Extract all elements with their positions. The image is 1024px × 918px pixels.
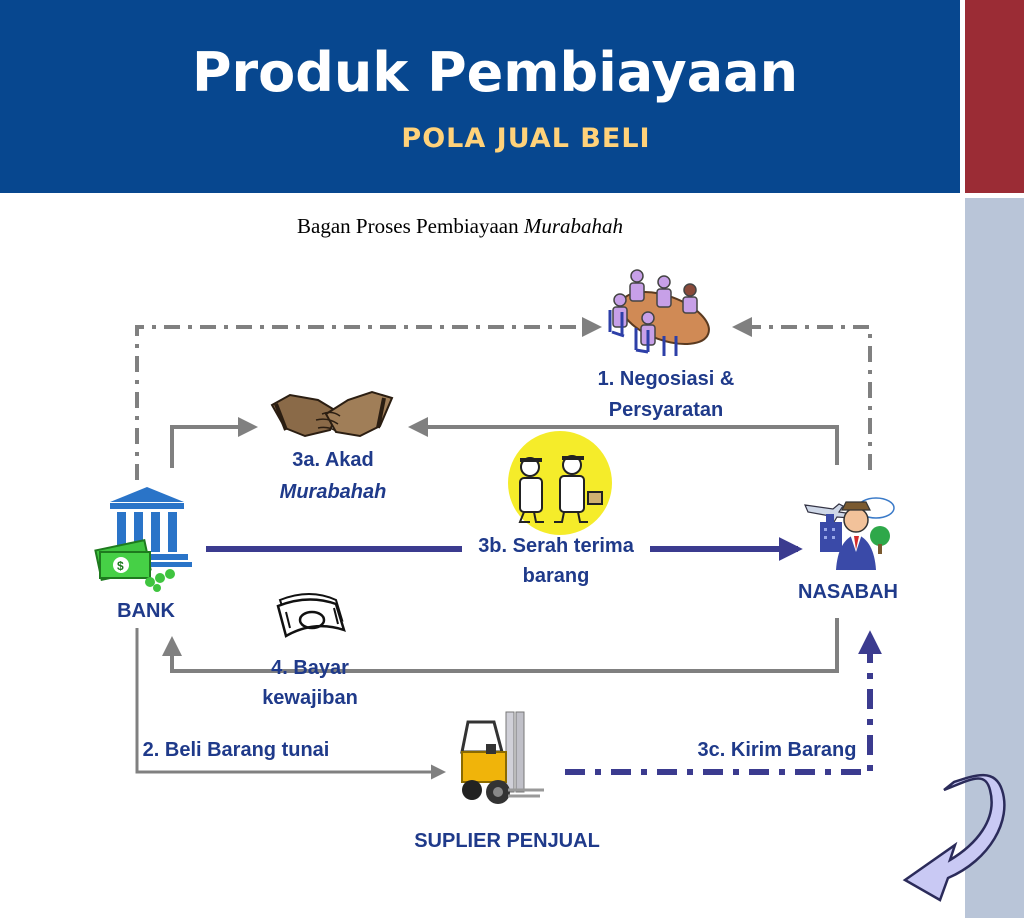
return-arrow-icon [902, 773, 1006, 902]
step-negotiation-label-2: Persyaratan [609, 399, 724, 421]
step-purchase-label: 2. Beli Barang tunai [143, 739, 330, 761]
bank-to-negotiation-arrow [135, 317, 602, 480]
page-subtitle: POLA JUAL BELI [401, 123, 651, 154]
step-akad-label-1: 3a. Akad [292, 449, 374, 471]
step-handover-label-2: barang [523, 565, 590, 587]
step-negotiation-label-1: 1. Negosiasi & [598, 368, 735, 390]
node-supplier-label: SUPLIER PENJUAL [414, 830, 600, 852]
businessman-icon [804, 497, 895, 570]
step-payment-label-2: kewajiban [262, 687, 358, 709]
bank-to-akad-arrow [170, 417, 258, 468]
goods-handover-icon [508, 431, 612, 535]
meeting-table-icon [608, 269, 710, 356]
step-payment-label-1: 4. Bayar [271, 657, 349, 679]
step-akad-label-2: Murabahah [280, 481, 387, 503]
akad-arrows [170, 417, 839, 468]
handshake-icon [270, 390, 394, 438]
purchase-arrow [135, 628, 446, 780]
forklift-icon [460, 711, 544, 804]
node-nasabah-label: NASABAH [798, 581, 898, 603]
step-handover-label-1: 3b. Serah terima [478, 535, 635, 557]
node-bank-label: BANK [117, 600, 175, 622]
step-delivery-label: 3c. Kirim Barang [698, 739, 857, 761]
svg-text:$: $ [117, 559, 124, 573]
diagram-caption: Bagan Proses Pembiayaan Murabahah [297, 214, 623, 238]
negotiation-loop-arrows [135, 317, 872, 480]
nasabah-to-akad-arrow [408, 417, 839, 465]
payment-arrow [162, 618, 839, 673]
money-stack-icon: $ [94, 538, 175, 592]
nasabah-to-negotiation-arrow [732, 317, 872, 470]
delivery-arrow [565, 630, 882, 775]
accent-bar-red [965, 0, 1024, 193]
page-title: Produk Pembiayaan [191, 41, 799, 104]
title-banner: Produk Pembiayaan POLA JUAL BELI [0, 0, 960, 193]
dollar-bill-icon [276, 593, 346, 638]
